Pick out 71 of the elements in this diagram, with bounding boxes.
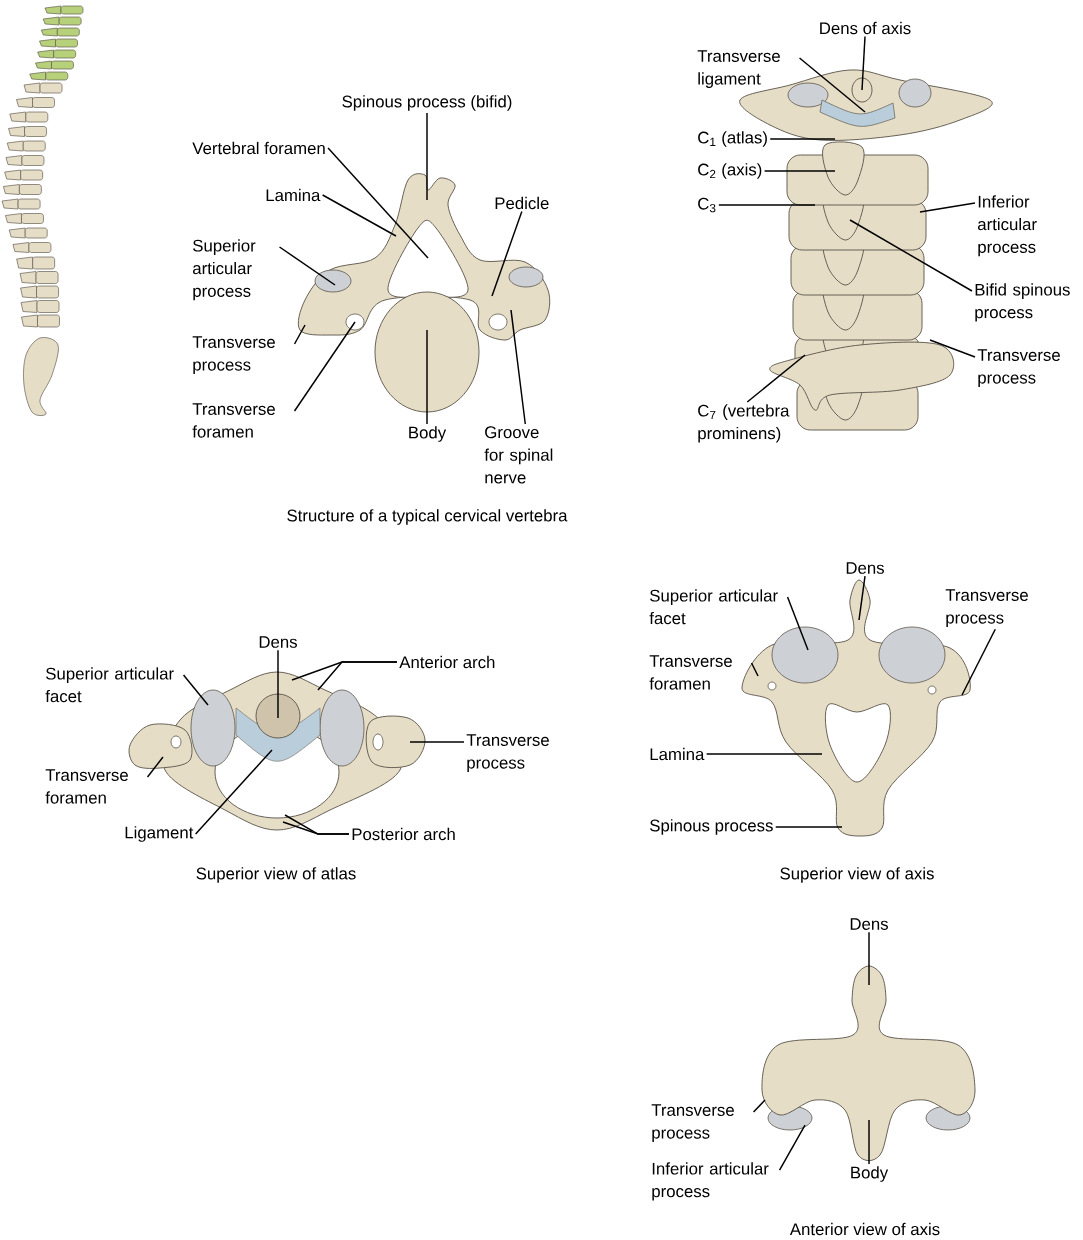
part-label: Spinous process (bifid) xyxy=(342,95,512,111)
leader-line xyxy=(961,628,996,696)
part-label: Lamina xyxy=(650,747,705,761)
part-label: Transverse foramen xyxy=(192,403,275,438)
part-label: Dens xyxy=(850,918,888,930)
leader-line xyxy=(510,309,526,425)
leader-line xyxy=(775,826,843,828)
part-label: C$_{1}$ (atlas) xyxy=(698,131,767,147)
part-label: Vertebral foramen xyxy=(192,141,325,155)
leader-line xyxy=(282,821,350,835)
leader-line xyxy=(778,1124,806,1171)
part-label: Transverse process xyxy=(977,349,1060,387)
leader-line xyxy=(146,756,164,778)
leader-line xyxy=(750,662,759,677)
part-label: Superior articular facet xyxy=(45,667,174,703)
leader-line xyxy=(763,170,836,172)
leader-line xyxy=(798,57,866,113)
part-label: Ligament xyxy=(125,826,194,842)
leader-line xyxy=(409,741,465,743)
part-label: Lamina xyxy=(266,188,321,202)
part-label: Transverse process xyxy=(651,1104,734,1142)
leader-line xyxy=(705,753,823,755)
leader-line xyxy=(194,749,273,835)
leader-line xyxy=(317,661,398,691)
leader-line xyxy=(718,204,816,206)
leader-line xyxy=(426,112,428,201)
part-label: Bifid spinous process xyxy=(975,283,1070,322)
leader-line xyxy=(278,246,336,286)
part-label: Transverse ligament xyxy=(697,50,780,88)
part-label: Transverse foramen xyxy=(649,655,732,690)
leader-line xyxy=(919,202,976,213)
part-label: Spinous process xyxy=(650,819,773,835)
leader-line xyxy=(786,596,809,651)
part-label: Body xyxy=(851,1166,889,1182)
leader-line xyxy=(849,219,973,292)
leader-line xyxy=(746,354,806,403)
leader-line xyxy=(182,674,209,706)
part-label: Inferior articular process xyxy=(978,195,1037,257)
part-label: Body xyxy=(409,426,447,442)
leader-line xyxy=(293,324,306,345)
part-label: Dens xyxy=(259,636,297,648)
part-label: Groove for spinal nerve xyxy=(484,426,553,484)
leader-line xyxy=(293,321,356,412)
part-label: C$_{2}$ (axis) xyxy=(698,163,762,179)
part-label: Posterior arch xyxy=(352,827,455,841)
part-label: Inferior articular process xyxy=(652,1162,769,1201)
leader-line xyxy=(321,194,397,237)
part-label: Superior articular process xyxy=(193,239,256,301)
part-label: Anterior arch xyxy=(399,655,495,669)
caption: Superior view of atlas xyxy=(196,867,356,883)
part-label: Dens of axis xyxy=(820,21,911,35)
part-label: Transverse process xyxy=(466,734,549,772)
caption: Superior view of axis xyxy=(780,867,934,883)
part-label: Superior articular facet xyxy=(649,589,778,625)
leader-line xyxy=(327,147,429,259)
caption: Structure of a typical cervical vertebra xyxy=(287,509,568,525)
part-label: Transverse foramen xyxy=(45,769,128,804)
leader-line xyxy=(491,210,523,297)
leader-line xyxy=(861,35,866,91)
caption: Anterior view of axis xyxy=(789,1222,940,1236)
part-label: Transverse process xyxy=(945,589,1028,627)
leader-line xyxy=(929,339,976,358)
part-label: C$_{3}$ xyxy=(698,197,716,213)
part-label: Dens xyxy=(846,562,884,574)
part-label: Transverse process xyxy=(192,336,275,374)
leader-line xyxy=(277,649,279,719)
leader-line xyxy=(868,931,870,986)
part-label: Pedicle xyxy=(495,196,549,210)
part-label: C$_{7}$ (vertebra prominens) xyxy=(698,404,790,443)
leader-line xyxy=(752,1099,766,1113)
leader-line xyxy=(769,138,836,140)
